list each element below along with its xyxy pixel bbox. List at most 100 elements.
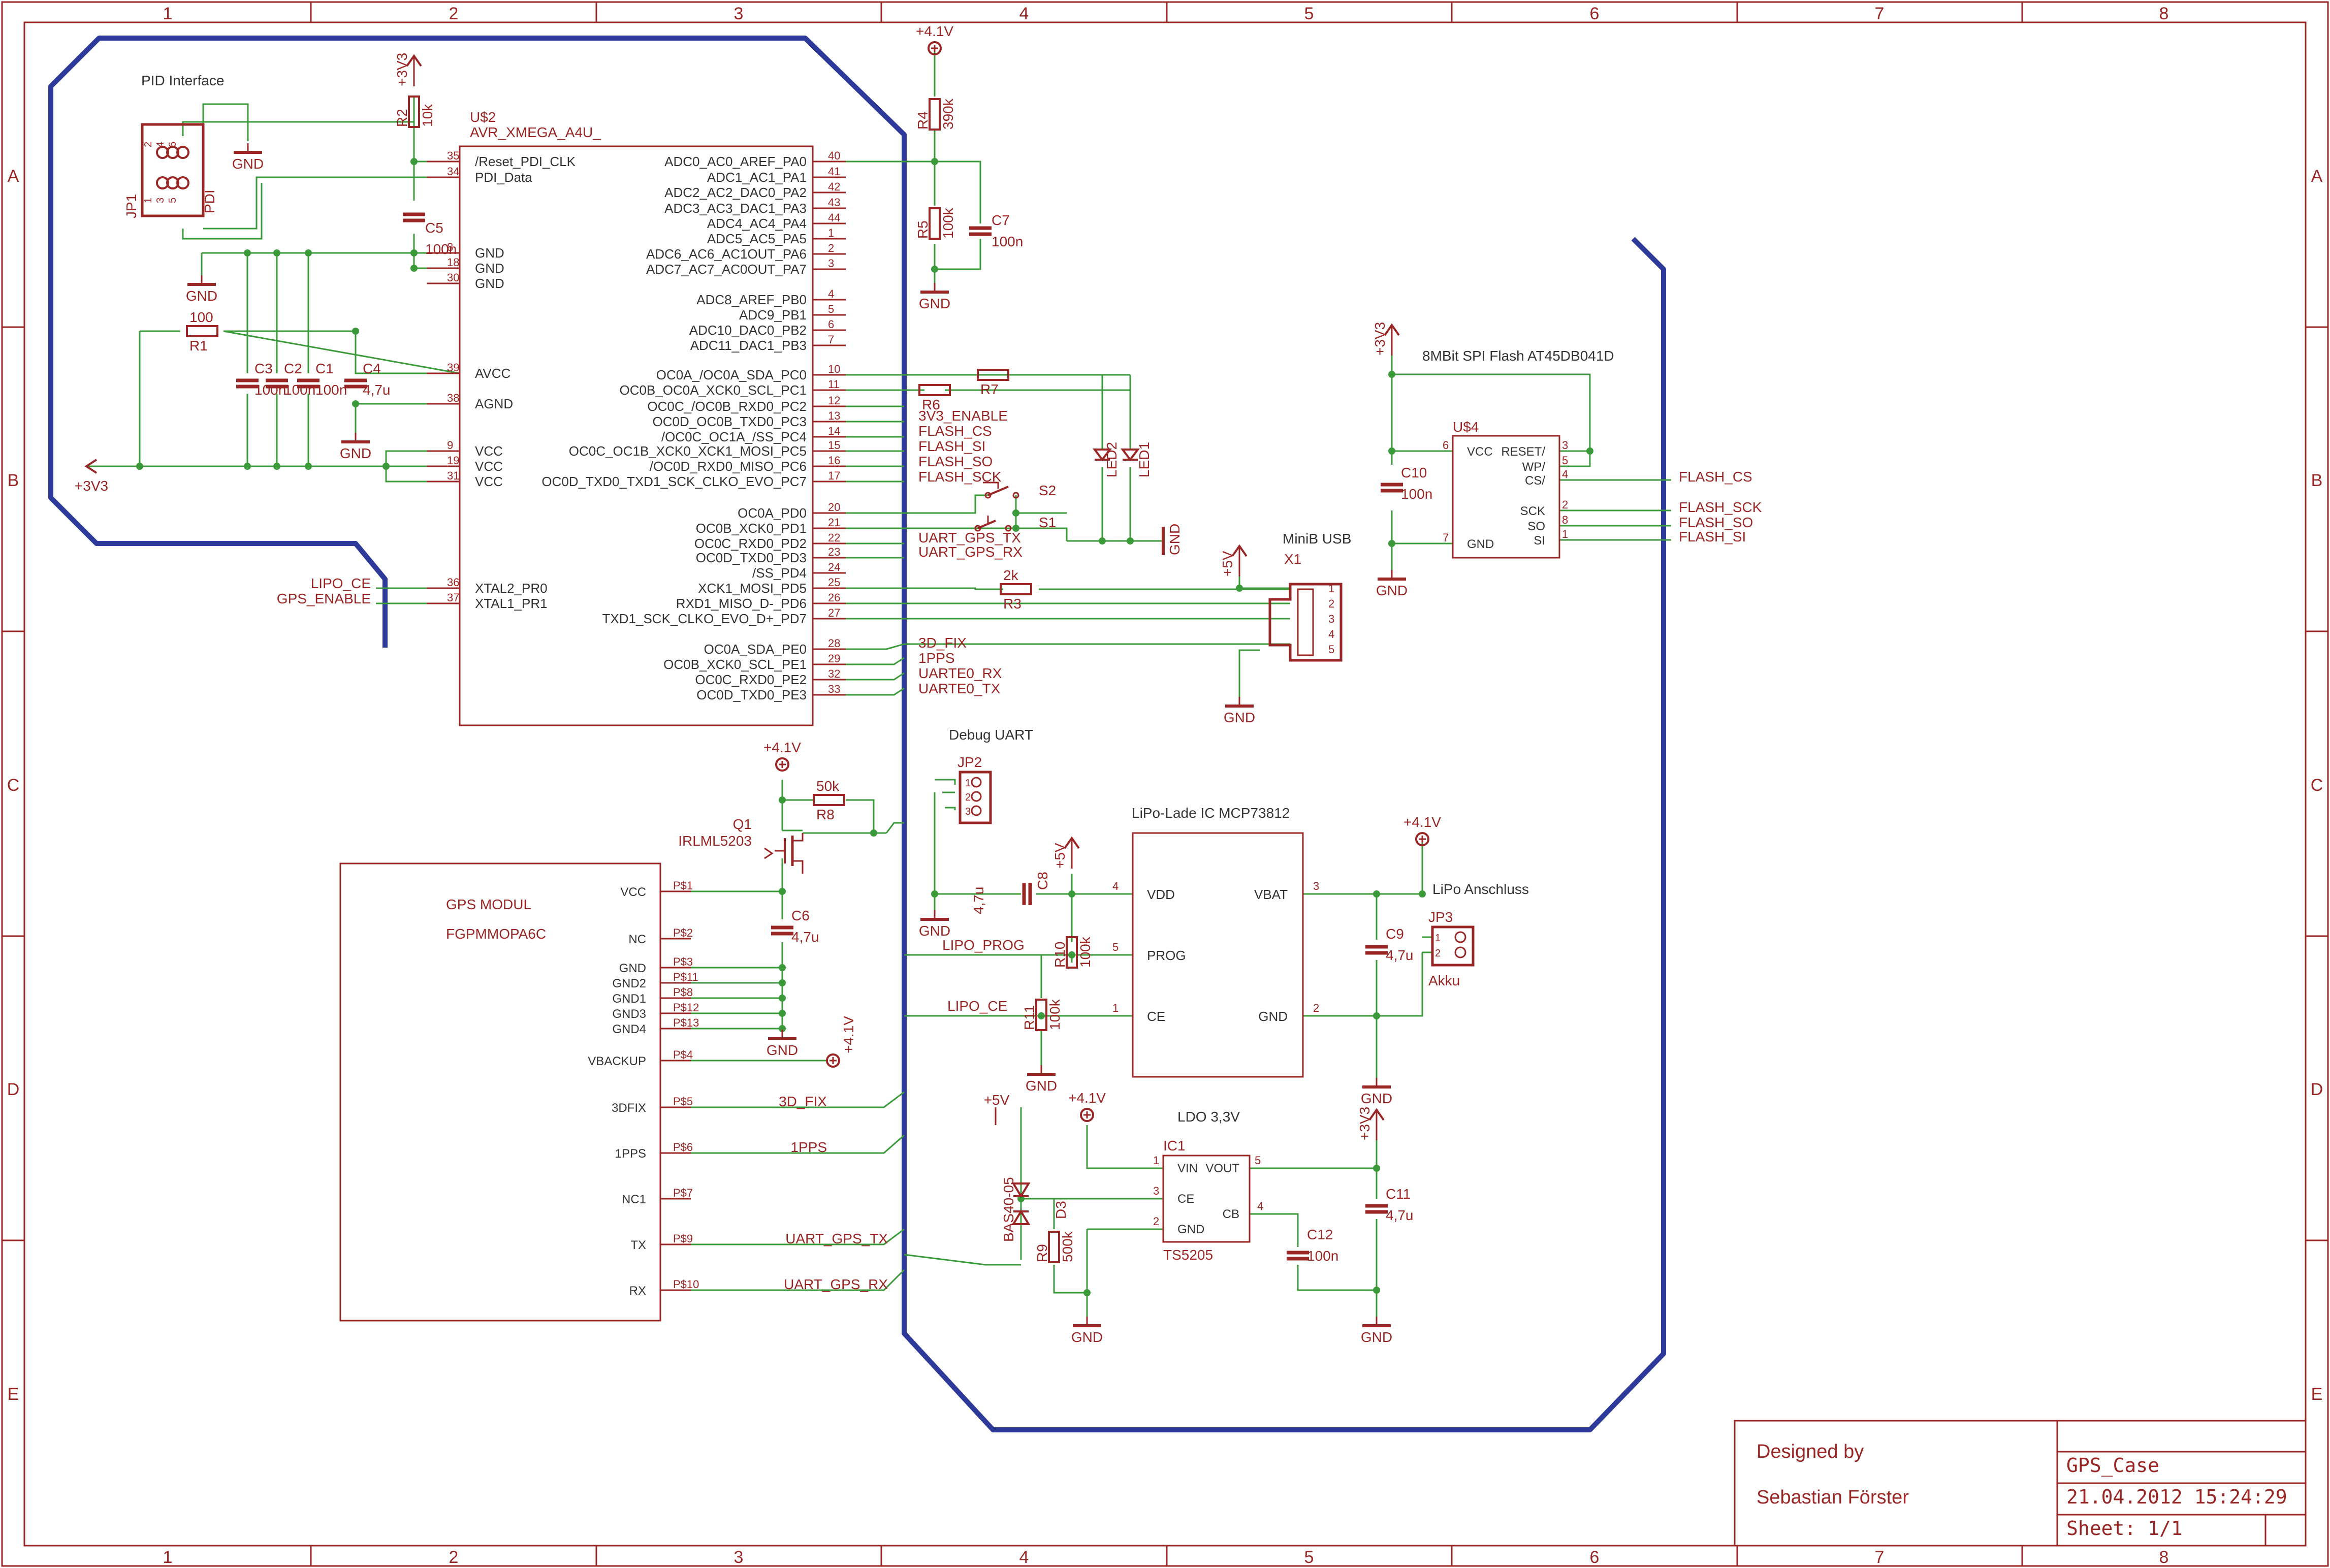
x1-pin5: 5	[1328, 643, 1334, 656]
resistor-r5	[929, 207, 941, 240]
mcu-right-pin-number: 33	[828, 683, 840, 695]
mcu-right-pin-name: OC0A_PD0	[738, 505, 807, 521]
gps-pin-name: NC	[628, 933, 646, 946]
gps-pins: P$1VCCP$2NCP$3GNDP$11GND2P$8GND1P$12GND3…	[588, 879, 699, 1298]
charger-pin-vdd: VDD	[1147, 887, 1175, 902]
ldo-name: IC1	[1163, 1138, 1186, 1154]
gps-module: GPS MODUL FGPMMOPA6C P$1VCCP$2NCP$3GNDP$…	[339, 862, 888, 1322]
frame-col-8: 8	[2159, 4, 2169, 23]
resistor-value: 500k	[1060, 1231, 1075, 1262]
capacitor-name: C3	[254, 361, 273, 376]
gnd-label: GND	[1224, 710, 1255, 725]
supply-label: +4.1V	[841, 1016, 856, 1053]
gps-pin-number: P$3	[673, 955, 693, 968]
switches: S2 S1	[974, 482, 1056, 532]
project-name: GPS_Case	[2066, 1454, 2159, 1477]
gps-pin-number: P$2	[673, 926, 693, 939]
frame-col-2: 2	[449, 4, 459, 23]
mcu-left-pin-number: 34	[447, 165, 459, 178]
mcu-right-pin-name: OC0A_SDA_PE0	[704, 642, 807, 657]
flash-ic-name: U$4	[1453, 419, 1479, 435]
jp2-pin3: 3	[965, 806, 971, 817]
supply-label: +4.1V	[763, 740, 801, 755]
gnd-label: GND	[340, 445, 371, 461]
resistor-value: 10k	[420, 104, 435, 127]
mcu-right-pin-name: OC0B_XCK0_SCL_PE1	[663, 657, 807, 672]
supply-arrow-left	[84, 459, 98, 474]
gps-net-3dfix: 3D_FIX	[779, 1094, 827, 1109]
resistor-r9	[1048, 1231, 1060, 1263]
lipo-charger-ic: LiPo-Lade IC MCP73812 VDD PROG CE VBAT G…	[942, 805, 1319, 1078]
supply-label: +5V	[1052, 843, 1068, 869]
ldo-pinnum-ce: 3	[1153, 1185, 1159, 1197]
mcu-right-pin-name: OC0D_OC0B_TXD0_PC3	[653, 414, 807, 429]
q1-label: Q1	[733, 816, 752, 832]
mcu-left-pin-name: GND	[475, 276, 504, 291]
frame-col-1: 1	[163, 4, 173, 23]
frame-col-7-bottom: 7	[1875, 1548, 1885, 1567]
d3-value: BAS40-05	[1001, 1177, 1016, 1242]
mcu-right-pin-number: 44	[828, 211, 840, 224]
mcu-left-pin-name: VCC	[475, 443, 503, 459]
mcu-right-pin-name: ADC4_AC4_PA4	[707, 216, 807, 231]
capacitor-name: C9	[1386, 926, 1404, 942]
net-1pps: 1PPS	[918, 650, 955, 666]
mcu-right-pin-number: 24	[828, 561, 840, 573]
frame-col-4: 4	[1019, 4, 1029, 23]
ldo-pin-vout: VOUT	[1205, 1162, 1239, 1175]
frame-col-8-bottom: 8	[2159, 1548, 2169, 1567]
jp3-value: Akku	[1428, 973, 1460, 988]
resistor-name: R2	[394, 109, 410, 127]
mcu-right-pin-number: 15	[828, 439, 840, 452]
gps-pin-name: VBACKUP	[588, 1054, 646, 1068]
jp1-pin4: 4	[155, 142, 166, 147]
resistor-r7	[977, 369, 1009, 381]
resistor-value: 100k	[1047, 999, 1063, 1030]
mcu-right-pin-number: 14	[828, 425, 840, 437]
frame-col-1-bottom: 1	[163, 1548, 173, 1567]
charger-pin-vbat: VBAT	[1254, 887, 1288, 902]
flash-pin-number: 6	[1443, 439, 1449, 452]
charger-pinnum-2: 2	[1313, 1002, 1319, 1014]
ldo-value: TS5205	[1163, 1247, 1213, 1263]
mcu-right-pin-name: ADC0_AC0_AREF_PA0	[664, 154, 807, 169]
charger-title: LiPo-Lade IC MCP73812	[1132, 805, 1290, 821]
frame-row-b-right: B	[2311, 471, 2323, 490]
resistor-value: 100	[189, 309, 213, 325]
supply-circle	[826, 1053, 840, 1068]
net-uarte0-tx: UARTE0_TX	[918, 681, 1001, 696]
leds: LED2 LED1	[1093, 442, 1152, 477]
charger-pinnum-4: 4	[1112, 880, 1119, 892]
flash-net-cs: FLASH_CS	[1679, 469, 1752, 485]
wires	[86, 51, 1671, 1321]
capacitor-name: C12	[1307, 1227, 1333, 1242]
x1-pin2: 2	[1328, 597, 1334, 610]
author-name: Sebastian Förster	[1757, 1487, 1909, 1508]
mcu-right-pins: 40ADC0_AC0_AREF_PA041ADC1_AC1_PA142ADC2_…	[541, 149, 846, 702]
jp1-pin6: 6	[167, 142, 178, 147]
mcu-right-pin-number: 29	[828, 652, 840, 665]
mcu-left-pin-number: 35	[447, 149, 459, 162]
frame-row-d-right: D	[2311, 1080, 2323, 1099]
mcu-right-pin-number: 10	[828, 363, 840, 375]
mcu-left-pin-number: 38	[447, 392, 459, 404]
net-lipo-ce: LIPO_CE	[311, 575, 371, 591]
resistor-r8	[813, 794, 845, 806]
mcu-right-pin-number: 5	[828, 303, 834, 315]
capacitor-name: C4	[363, 361, 381, 376]
mcu-right-pin-number: 21	[828, 516, 840, 529]
net-gps-enable: GPS_ENABLE	[277, 591, 371, 606]
frame-row-c: C	[7, 776, 20, 795]
supply-circle	[775, 757, 789, 772]
title-block: Designed by Sebastian Förster GPS_Case 2…	[1734, 1420, 2307, 1547]
resistor-r3	[1000, 583, 1032, 595]
capacitor-value: 4,7u	[791, 929, 819, 945]
lipo-connector-jp3: LiPo Anschluss JP3 1 2 Akku	[1428, 881, 1529, 988]
frame-col-5: 5	[1304, 4, 1314, 23]
mcu-right-pin-number: 26	[828, 591, 840, 604]
gnd-label: GND	[919, 296, 950, 311]
resistor-name: R3	[1003, 596, 1022, 612]
junction-dots	[136, 158, 1593, 1296]
flash-pin-name: GND	[1467, 537, 1494, 551]
